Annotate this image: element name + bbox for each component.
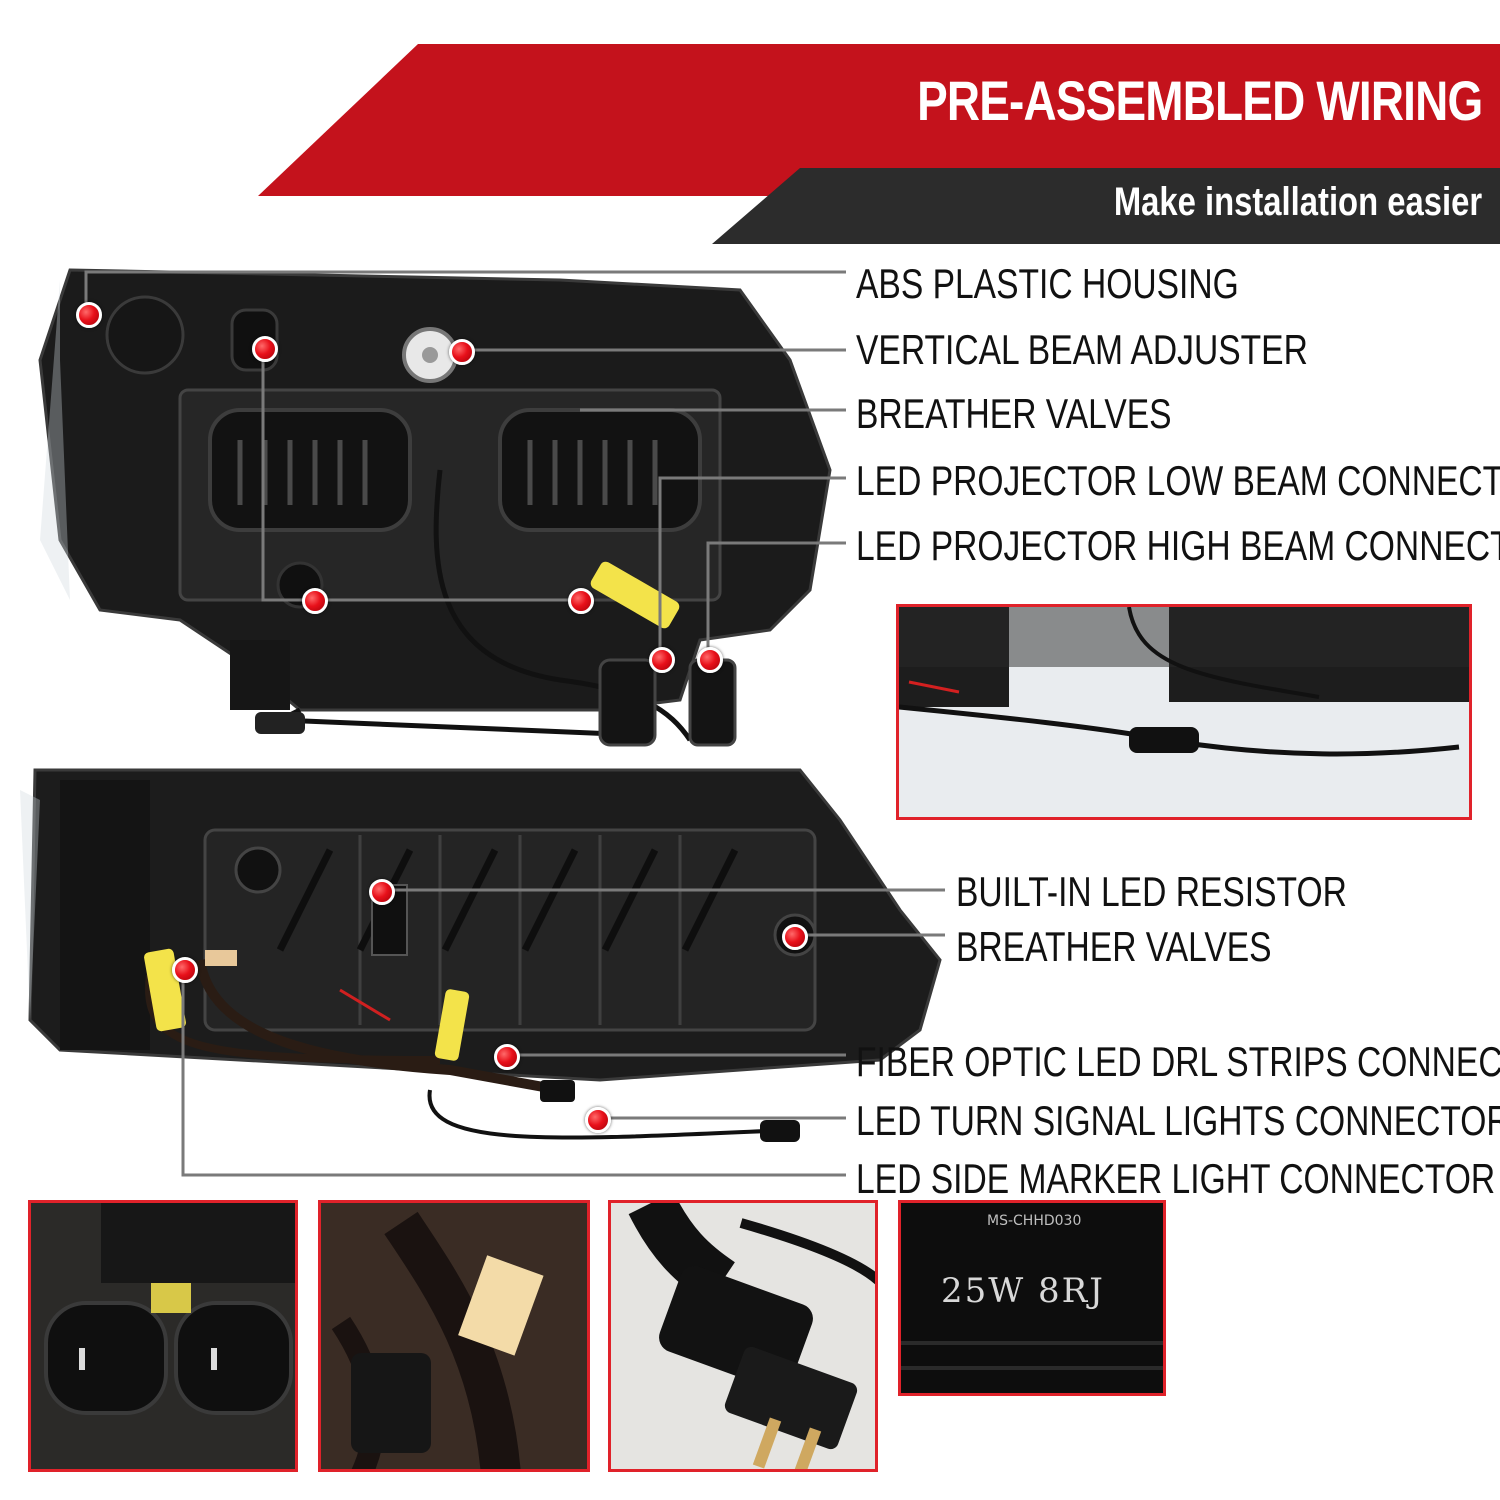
callout-high-beam-connector: LED PROJECTOR HIGH BEAM CONNECTOR (856, 522, 1500, 569)
dark-banner (712, 168, 1500, 244)
callout-side-marker-connector: LED SIDE MARKER LIGHT CONNECTOR (856, 1155, 1496, 1202)
red-banner (258, 44, 1500, 196)
red-dot-icon (494, 1044, 520, 1070)
callout-abs-housing: ABS PLASTIC HOUSING (856, 260, 1239, 307)
top-headlight-image (38, 268, 832, 747)
red-dot-icon (172, 957, 198, 983)
callout-drl-connector: FIBER OPTIC LED DRL STRIPS CONNECTOR (856, 1038, 1500, 1085)
red-dot-icon (449, 339, 475, 365)
resistor-rating-text: 25W 8RJ (941, 1271, 1105, 1311)
page-subtitle: Make installation easier (1113, 180, 1482, 224)
inset-resistor-rating-photo: MS-CHHD030 25W 8RJ (898, 1200, 1166, 1396)
red-dot-icon (302, 588, 328, 614)
red-dot-icon (649, 647, 675, 673)
inset-turn-signal-plug-photo (608, 1200, 878, 1472)
red-dot-icon (697, 647, 723, 673)
page-title: PRE-ASSEMBLED WIRING (916, 69, 1483, 132)
callout-breather-valves-top: BREATHER VALVES (856, 390, 1172, 437)
bottom-headlight-image (20, 768, 942, 1142)
red-dot-icon (585, 1107, 611, 1133)
inset-wiring-connector-photo (896, 604, 1472, 820)
callout-vertical-beam-adjuster: VERTICAL BEAM ADJUSTER (856, 326, 1308, 373)
inset-beam-connector-photo (28, 1200, 298, 1472)
red-dot-icon (252, 336, 278, 362)
callout-breather-valves-bottom: BREATHER VALVES (956, 923, 1272, 970)
resistor-part-number: MS-CHHD030 (987, 1213, 1082, 1229)
callout-low-beam-connector: LED PROJECTOR LOW BEAM CONNECTOR (856, 457, 1500, 504)
red-dot-icon (568, 588, 594, 614)
header-banner (258, 44, 1500, 244)
inset-resistor-harness-photo (318, 1200, 590, 1472)
callout-turn-signal-connector: LED TURN SIGNAL LIGHTS CONNECTOR (856, 1097, 1500, 1144)
callout-led-resistor: BUILT-IN LED RESISTOR (956, 868, 1347, 915)
red-dot-icon (76, 302, 102, 328)
red-dot-icon (782, 924, 808, 950)
red-dot-icon (369, 879, 395, 905)
